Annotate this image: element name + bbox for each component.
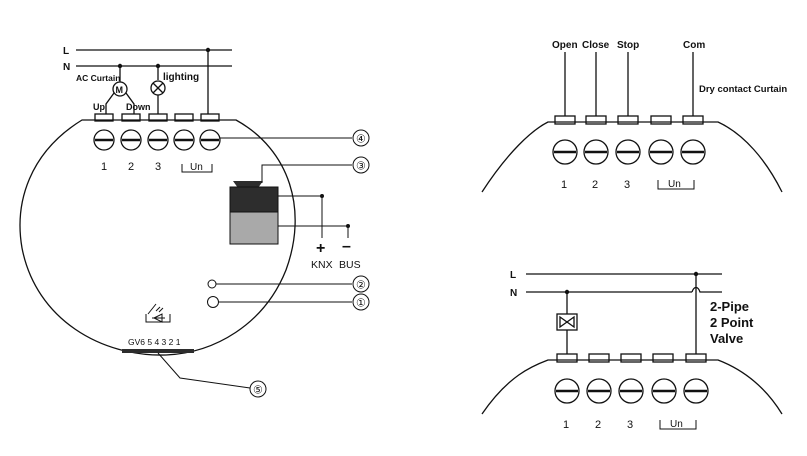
top-right-screw-terminals (552, 139, 706, 165)
programming-button-icon (145, 303, 171, 323)
bottom-right-housing (481, 359, 783, 415)
open-label: Open (552, 40, 578, 51)
ac-curtain-label: AC Curtain (76, 73, 120, 83)
valve-line-3: Valve (710, 331, 743, 346)
left-label-N: N (63, 62, 70, 73)
bus-label: BUS (339, 259, 361, 271)
top-right-module: Open Close Stop Com Dry contact Curtain … (481, 40, 787, 193)
top-right-terminal-3: 3 (624, 179, 630, 191)
callout-2: ② (356, 280, 366, 292)
gv-label: GV6 5 4 3 2 1 (128, 337, 181, 347)
bottom-right-label-N: N (510, 288, 517, 299)
bus-plus: + (316, 240, 325, 257)
bottom-right-label-L: L (510, 270, 516, 281)
lighting-label: lighting (163, 72, 199, 83)
bottom-right-terminal-2: 2 (595, 419, 601, 431)
lamp-symbol (150, 80, 166, 96)
led-indicator-1 (207, 296, 219, 308)
left-housing (19, 119, 296, 356)
left-terminal-block-top (94, 113, 220, 122)
valve-symbol (556, 313, 578, 331)
down-label: Down (126, 102, 151, 112)
svg-text:M: M (116, 85, 124, 95)
led-indicator-2 (207, 279, 217, 289)
bottom-right-un-label: Un (670, 419, 683, 430)
stop-label: Stop (617, 40, 639, 51)
close-label: Close (582, 40, 610, 51)
top-right-terminal-block (554, 115, 704, 125)
callout-4: ④ (356, 134, 366, 146)
bottom-right-terminal-3: 3 (627, 419, 633, 431)
valve-line-1: 2-Pipe (710, 299, 749, 314)
bus-minus: – (342, 238, 351, 255)
up-label: Up (93, 102, 105, 112)
left-terminal-3: 3 (155, 161, 161, 173)
left-un-label: Un (190, 162, 203, 173)
bottom-right-terminal-1: 1 (563, 419, 569, 431)
knx-label: KNX (311, 259, 333, 271)
bottom-right-screw-terminals (554, 378, 709, 404)
dry-contact-curtain-label: Dry contact Curtain (699, 84, 787, 95)
bottom-right-module: L N 2-Pipe 2 Point Valve (481, 270, 783, 431)
left-terminal-1: 1 (101, 161, 107, 173)
top-right-terminal-1: 1 (561, 179, 567, 191)
left-bottom-connector (122, 349, 194, 353)
knx-bus-connector (229, 181, 279, 245)
com-label: Com (683, 40, 705, 51)
top-right-terminal-2: 2 (592, 179, 598, 191)
left-screw-terminals (93, 129, 221, 151)
top-right-housing (481, 121, 783, 193)
top-right-un-label: Un (668, 179, 681, 190)
bottom-right-terminal-block (556, 353, 707, 363)
left-label-L: L (63, 46, 69, 57)
left-terminal-2: 2 (128, 161, 134, 173)
callout-1: ① (356, 298, 366, 310)
callout-3: ③ (356, 161, 366, 173)
motor-symbol (112, 81, 128, 97)
valve-line-2: 2 Point (710, 315, 754, 330)
left-module: L N AC Curtain M Up Down lighting (19, 46, 370, 398)
callout-5: ⑤ (253, 385, 263, 397)
